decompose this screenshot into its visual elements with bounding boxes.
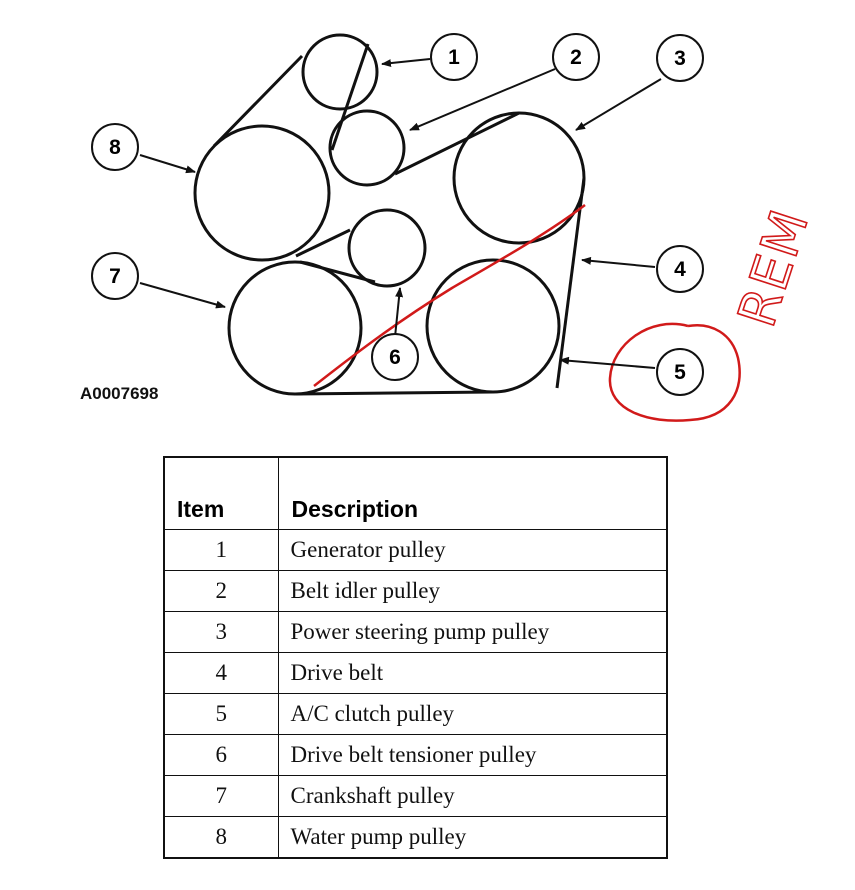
- item-number: 3: [163, 610, 279, 653]
- table-row: 4 Drive belt: [163, 651, 668, 694]
- drive-belt-tensioner-pulley: [347, 208, 427, 288]
- item-number: 1: [163, 528, 279, 571]
- svg-text:1: 1: [448, 46, 460, 69]
- red-circle-annotation: [608, 322, 741, 422]
- callout-4: 4: [656, 245, 704, 293]
- belt-routing-diagram: REM 1 2 3 4 5 6 7 8: [91, 33, 822, 422]
- power-steering-pump-pulley: [452, 111, 586, 245]
- callout-1: 1: [430, 33, 478, 81]
- generator-pulley: [301, 33, 379, 111]
- table-row: 8 Water pump pulley: [163, 815, 668, 858]
- item-number: 7: [163, 774, 279, 817]
- rem-annotation: REM: [727, 201, 821, 334]
- callout-arrows: [139, 58, 662, 369]
- svg-text:5: 5: [674, 361, 686, 384]
- table-header-row: Item Description: [163, 456, 668, 530]
- table-row: 2 Belt idler pulley: [163, 569, 668, 612]
- ac-clutch-pulley: [425, 258, 561, 394]
- item-description: Generator pulley: [277, 528, 668, 571]
- svg-text:6: 6: [389, 346, 401, 369]
- red-strike-line: [313, 203, 586, 387]
- svg-text:2: 2: [570, 46, 582, 69]
- figure-id-label: A0007698: [80, 384, 159, 403]
- item-description: Power steering pump pulley: [277, 610, 668, 653]
- callout-5: 5: [656, 348, 704, 396]
- item-description: A/C clutch pulley: [277, 692, 668, 735]
- svg-text:4: 4: [674, 258, 686, 281]
- item-column-header: Item: [163, 456, 279, 530]
- item-description: Belt idler pulley: [277, 569, 668, 612]
- table-row: 5 A/C clutch pulley: [163, 692, 668, 735]
- callout-7: 7: [91, 252, 139, 300]
- water-pump-pulley: [193, 124, 331, 262]
- crankshaft-pulley: [227, 260, 363, 396]
- item-number: 2: [163, 569, 279, 612]
- callout-2: 2: [552, 33, 600, 81]
- callout-8: 8: [91, 123, 139, 171]
- svg-text:8: 8: [109, 136, 121, 159]
- table-row: 1 Generator pulley: [163, 528, 668, 571]
- item-description: Water pump pulley: [277, 815, 668, 858]
- drive-belt: [212, 43, 586, 396]
- item-description: Drive belt: [277, 651, 668, 694]
- callout-6: 6: [371, 333, 419, 381]
- table-row: 6 Drive belt tensioner pulley: [163, 733, 668, 776]
- item-description: Drive belt tensioner pulley: [277, 733, 668, 776]
- table-row: 7 Crankshaft pulley: [163, 774, 668, 817]
- item-number: 8: [163, 815, 279, 858]
- callout-3: 3: [656, 34, 704, 82]
- item-number: 4: [163, 651, 279, 694]
- item-number: 5: [163, 692, 279, 735]
- item-description: Crankshaft pulley: [277, 774, 668, 817]
- description-column-header: Description: [277, 456, 668, 530]
- svg-text:7: 7: [109, 265, 121, 288]
- svg-text:3: 3: [674, 47, 686, 70]
- table-row: 3 Power steering pump pulley: [163, 610, 668, 653]
- belt-idler-pulley: [328, 109, 406, 187]
- item-number: 6: [163, 733, 279, 776]
- parts-legend-table: Item Description 1 Generator pulley 2 Be…: [163, 456, 668, 859]
